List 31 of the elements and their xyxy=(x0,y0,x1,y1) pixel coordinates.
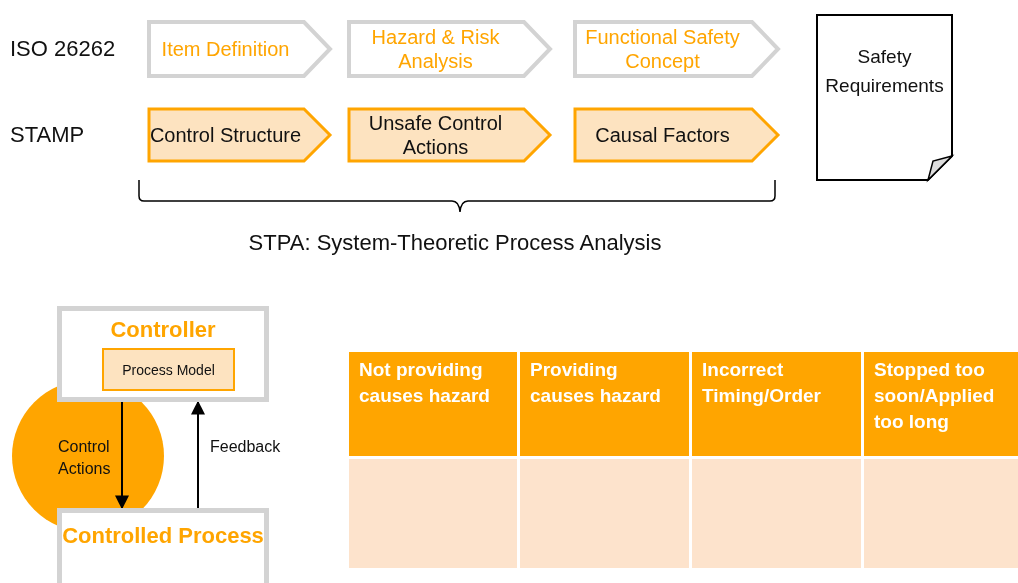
process-step-shape xyxy=(347,20,552,78)
node-label: Unsafe Control Actions xyxy=(367,111,504,159)
controller-box xyxy=(57,306,269,402)
node-label: Hazard & Risk Analysis xyxy=(370,25,501,73)
process-step-shape xyxy=(573,20,780,78)
document-shape xyxy=(816,14,953,181)
node-label: Functional Safety Concept xyxy=(584,25,741,73)
row-label: STAMP xyxy=(10,122,85,148)
node-label: Causal Factors xyxy=(595,123,730,147)
node-label: Safety Requirements xyxy=(824,45,945,98)
process-step-shape xyxy=(347,107,552,163)
box-title: Controlled Process xyxy=(62,522,264,550)
row-label: ISO 26262 xyxy=(10,36,116,62)
box-title: Controller xyxy=(110,316,216,344)
node-label: Item Definition xyxy=(161,37,290,61)
table-header-cell: Not providing causes hazard xyxy=(349,352,517,456)
process-step-shape xyxy=(147,20,332,78)
node-label: Control Structure xyxy=(149,123,302,147)
process-step-shape xyxy=(147,107,332,163)
arrow xyxy=(191,400,205,509)
arrow xyxy=(115,401,129,510)
table-header-cell: Providing causes hazard xyxy=(520,352,689,456)
edge-label: Control Actions xyxy=(58,437,112,479)
table-header-cell: Incorrect Timing/Order xyxy=(692,352,861,456)
process-box xyxy=(57,508,269,583)
caption-text: STPA: System-Theoretic Process Analysis xyxy=(247,230,663,256)
process-model-box xyxy=(102,348,235,391)
node-label: Process Model xyxy=(122,361,215,378)
edge-label: Feedback xyxy=(210,437,282,457)
process-step-shape xyxy=(573,107,780,163)
table-header-cell: Stopped too soon/Applied too long xyxy=(864,352,1018,456)
